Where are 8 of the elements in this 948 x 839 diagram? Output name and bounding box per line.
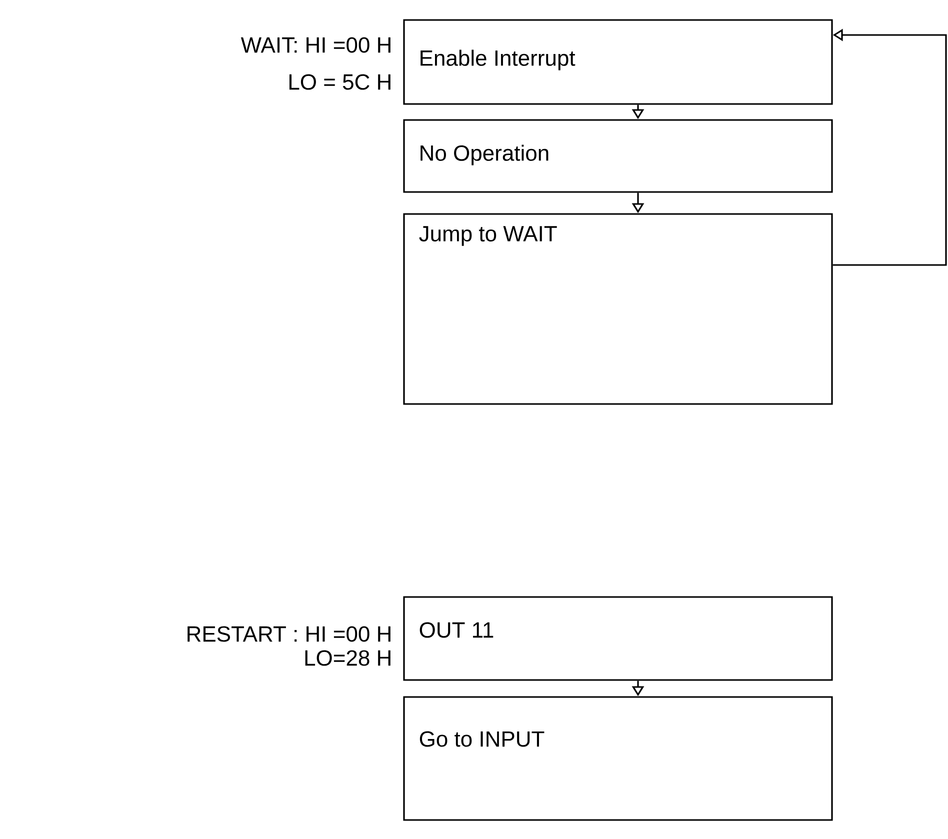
address-label: LO = 5C H [289, 74, 390, 90]
process-box: Enable Interrupt [403, 19, 833, 105]
process-box: Go to INPUT [403, 696, 833, 821]
process-box: Jump to WAIT [403, 213, 833, 405]
address-label: LO=28 H [305, 650, 390, 666]
process-box: OUT 11 [403, 596, 833, 681]
process-box: No Operation [403, 119, 833, 193]
address-label: RESTART : HI =00 H [188, 626, 390, 642]
